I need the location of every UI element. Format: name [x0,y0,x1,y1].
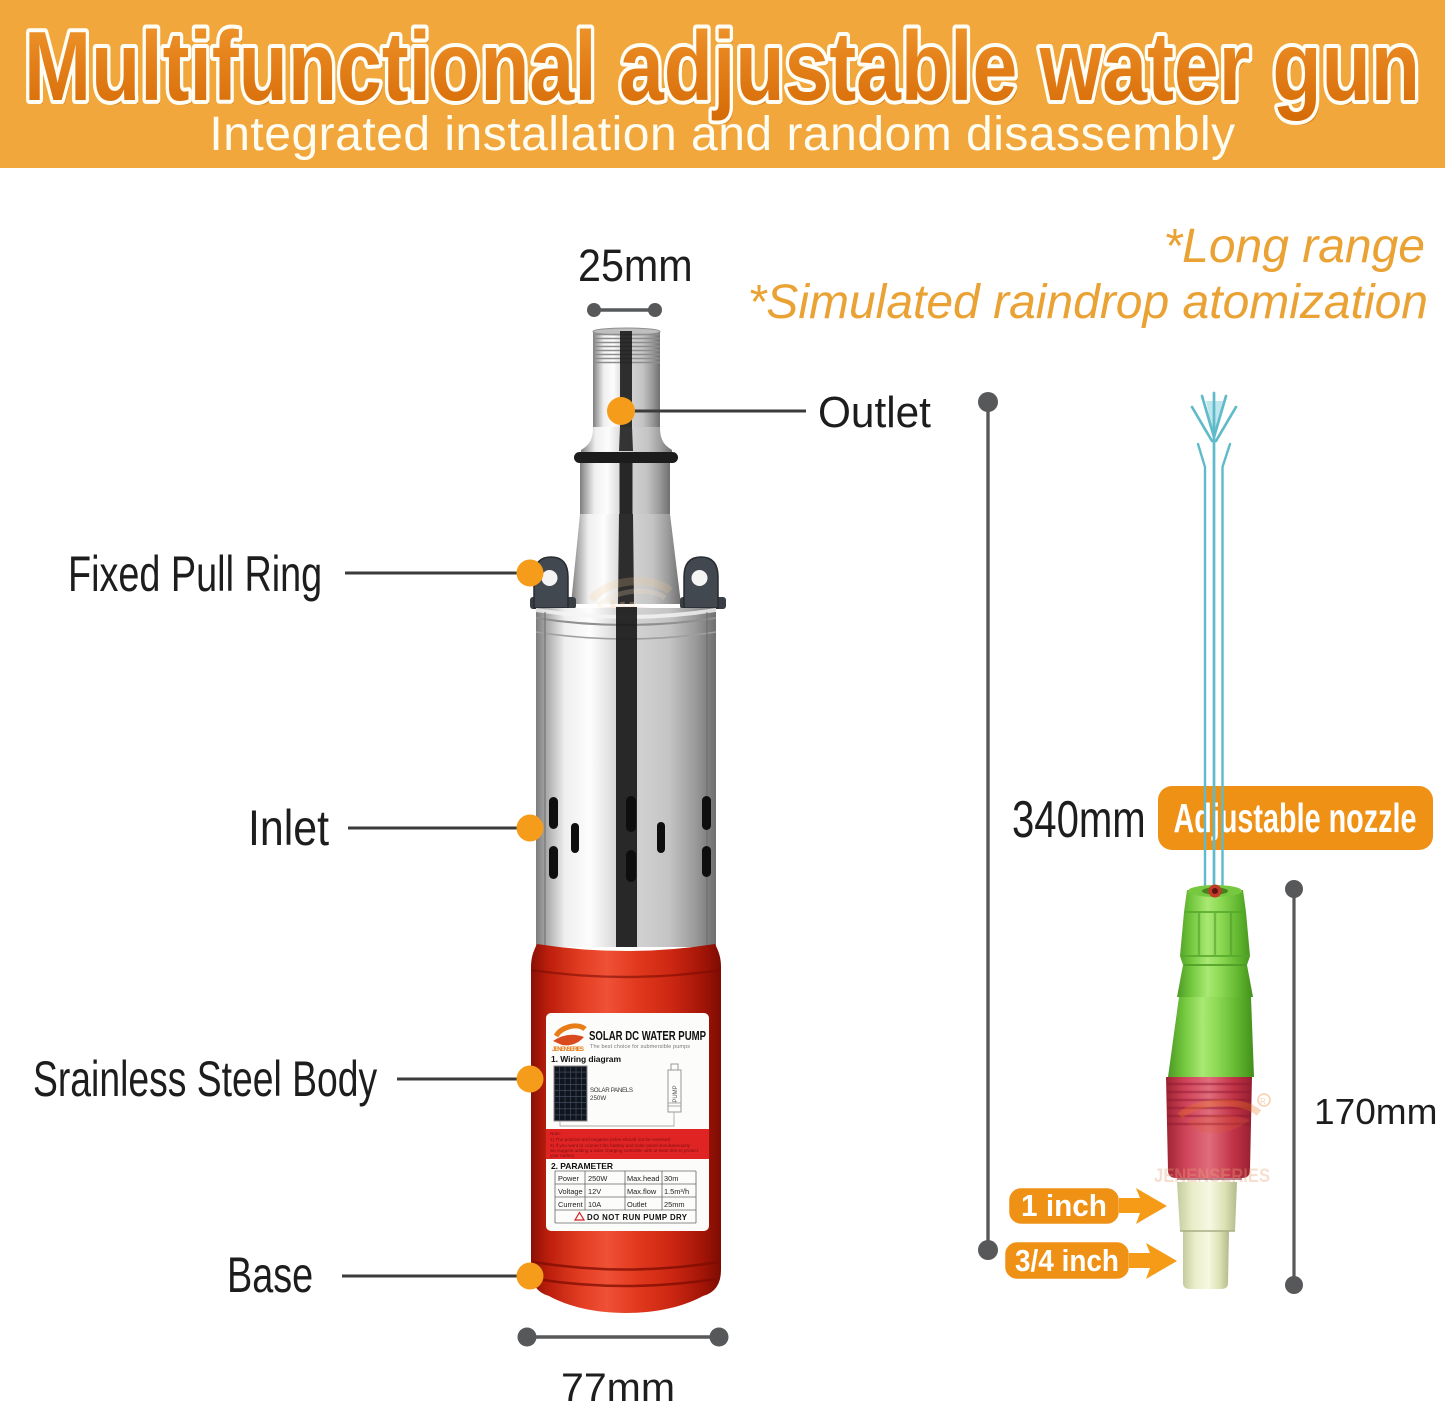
svg-text:2. PARAMETER: 2. PARAMETER [551,1161,613,1171]
svg-text:Adjustable nozzle: Adjustable nozzle [1174,795,1417,841]
svg-text:2) If you want to connect the: 2) If you want to connect the battery an… [550,1143,691,1148]
svg-text:12V: 12V [588,1187,601,1196]
svg-text:R: R [1260,1097,1266,1106]
svg-text:Multifunctional adjustable wat: Multifunctional adjustable water gun [27,15,1423,125]
svg-text:Max.flow: Max.flow [627,1187,657,1196]
svg-text:Outlet: Outlet [627,1200,647,1209]
svg-text:1.5m³/h: 1.5m³/h [664,1187,689,1196]
svg-text:PUMP: PUMP [673,1085,679,1102]
svg-text:Current: Current [558,1200,583,1209]
svg-text:DO NOT RUN PUMP DRY: DO NOT RUN PUMP DRY [587,1213,688,1222]
svg-text:1 inch: 1 inch [1021,1188,1107,1223]
svg-text:30m: 30m [664,1174,678,1183]
svg-text:SOLAR PANELS: SOLAR PANELS [590,1087,633,1094]
svg-text:your battery: your battery [550,1153,575,1158]
svg-text:Max.head: Max.head [627,1174,659,1183]
svg-text:25mm: 25mm [664,1200,685,1209]
svg-text:250W: 250W [588,1174,607,1183]
svg-text:JENENSERIES: JENENSERIES [552,1047,584,1053]
svg-text:Note:: Note: [550,1131,561,1136]
svg-text:Power: Power [558,1174,579,1183]
svg-text:10A: 10A [588,1200,601,1209]
svg-text:we suggest adding a solar char: we suggest adding a solar charging contr… [550,1148,699,1153]
svg-text:3/4 inch: 3/4 inch [1015,1243,1119,1278]
svg-text:1. Wiring diagram: 1. Wiring diagram [551,1054,621,1064]
svg-text:1) The positive and negative: 1) The positive and negative poles shoul… [550,1137,670,1142]
svg-text:Multifunctional adjustable wat: Multifunctional adjustable water gun [24,11,1420,121]
svg-text:250W: 250W [590,1095,606,1102]
svg-text:SOLAR DC WATER PUMP: SOLAR DC WATER PUMP [589,1029,706,1043]
svg-text:The best choice for submersibl: The best choice for submersible pumps [590,1044,690,1050]
svg-text:JENENSERIES: JENENSERIES [1154,1166,1270,1187]
svg-text:Voltage: Voltage [558,1187,583,1196]
